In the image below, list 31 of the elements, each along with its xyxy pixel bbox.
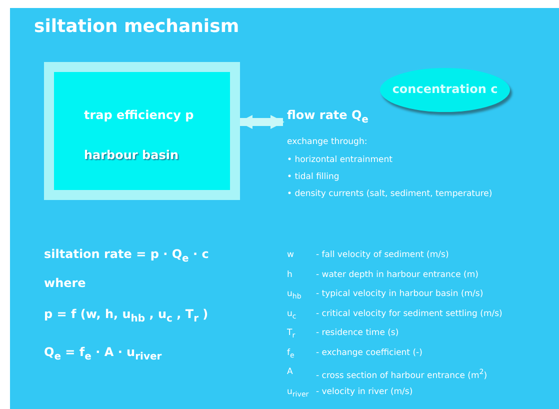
double-arrow (238, 115, 284, 129)
symbol: u$_{c}$ (287, 308, 296, 320)
formula: Q$_{e}$ = f$_{e}$ · A · u$_{river}$ (44, 345, 162, 362)
symbol-description: - typical velocity in harbour basin (m/s) (316, 289, 484, 299)
symbol: u$_{hb}$ (287, 289, 302, 301)
bullet-item: • tidal filling (287, 172, 340, 182)
formula: siltation rate = p · Q$_{e}$ · c (44, 247, 209, 264)
slide-title: siltation mechanism (34, 16, 240, 37)
list-heading: exchange through: (287, 137, 368, 147)
symbol-description: - exchange coefficient (-) (316, 348, 422, 358)
box-heading: trap efficiency p (84, 108, 194, 122)
ellipse-label: concentration c (391, 82, 499, 96)
symbol-description: - residence time (s) (316, 328, 399, 338)
symbol: u$_{river}$ (287, 386, 309, 398)
symbol: w (287, 250, 294, 260)
bullet-item: • horizontal entrainment (287, 155, 392, 165)
symbol-description: - cross section of harbour entrance (m$^{2}$) (316, 367, 488, 381)
basin-box (44, 62, 240, 200)
symbol: f$_{e}$ (287, 348, 294, 360)
symbol: A (287, 367, 293, 377)
symbol-description: - water depth in harbour entrance (m) (316, 270, 478, 280)
symbol: T$_{r}$ (287, 328, 296, 340)
symbol-description: - critical velocity for sediment settling (m/s) (316, 308, 502, 318)
formula: p = f (w, h, u$_{hb}$ , u$_{c}$ , T$_{r}$ ) (44, 307, 208, 324)
symbol-description: - velocity in river (m/s) (316, 386, 413, 396)
node-label: flow rate Q$_{e}$ (287, 108, 368, 126)
symbol-description: - fall velocity of sediment (m/s) (316, 250, 449, 260)
formula-text: where (44, 276, 86, 290)
symbol: h (287, 270, 292, 280)
bullet-item: • density currents (salt, sediment, temperature) (287, 189, 492, 199)
box-label: harbour basin (84, 148, 179, 162)
